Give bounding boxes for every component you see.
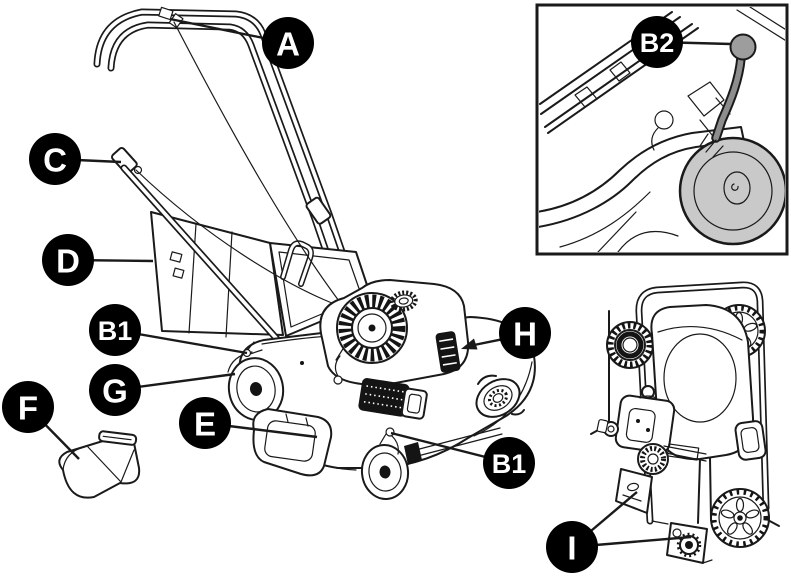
callout-f: F xyxy=(2,381,80,460)
folded-deck xyxy=(650,304,767,461)
handle-knob-right xyxy=(305,196,332,225)
callout-h-circle xyxy=(499,307,551,359)
folded-handlebar xyxy=(635,281,770,525)
handle-knob-left xyxy=(111,146,143,175)
callout-e: E xyxy=(179,397,318,449)
callout-b2-circle xyxy=(631,16,683,68)
folded-bottom-wheel xyxy=(710,488,770,548)
rear-height-adjuster xyxy=(379,427,422,465)
folded-mower xyxy=(590,281,780,564)
callout-i: I xyxy=(546,491,692,573)
folded-frame-bars xyxy=(697,457,712,524)
bag-handle xyxy=(280,240,314,287)
callout-c-circle xyxy=(29,133,81,185)
callout-a: A xyxy=(169,17,314,69)
callout-f-circle xyxy=(2,381,54,433)
callout-b2: B2 xyxy=(631,16,732,68)
callout-h: H xyxy=(461,307,551,359)
callout-i-circle xyxy=(546,521,598,573)
discharge-chute-part xyxy=(58,430,141,499)
fuel-cap xyxy=(389,290,418,312)
callout-e-label: E xyxy=(194,406,216,443)
callout-a-circle xyxy=(262,17,314,69)
front-height-adjuster xyxy=(242,341,263,358)
muffler xyxy=(358,378,428,420)
lever-knob xyxy=(729,33,757,61)
callout-b1-front-label: B1 xyxy=(98,316,133,346)
base-assembly xyxy=(666,522,708,564)
adjuster-lever xyxy=(699,33,757,158)
lower-handle xyxy=(120,164,297,361)
callout-b1-rear-circle xyxy=(483,437,535,489)
callout-d-label: D xyxy=(56,243,80,280)
right-caster-wheel xyxy=(475,374,525,418)
callout-c: C xyxy=(29,133,122,185)
callout-b2-label: B2 xyxy=(640,28,675,58)
wall-line xyxy=(590,310,610,435)
engine-side-grille xyxy=(435,331,461,373)
callout-h-label: H xyxy=(513,316,537,353)
callout-b1-front: B1 xyxy=(89,304,248,356)
side-discharge-cover xyxy=(252,408,333,477)
callout-a-label: A xyxy=(276,26,300,63)
callout-e-circle xyxy=(179,397,231,449)
callouts: A C D B1 G F E xyxy=(2,16,732,573)
callout-i-label: I xyxy=(567,530,576,567)
callout-g-label: G xyxy=(102,373,128,410)
callout-c-label: C xyxy=(43,142,67,179)
callout-d: D xyxy=(42,234,154,286)
mower-main xyxy=(93,6,536,500)
engine xyxy=(319,279,470,420)
folded-engine xyxy=(596,385,707,475)
handlebar xyxy=(93,8,375,340)
recoil-starter xyxy=(336,292,408,364)
rear-wheel xyxy=(360,444,410,500)
chute-handle xyxy=(98,430,138,446)
callout-g: G xyxy=(89,364,236,416)
callout-b1-rear: B1 xyxy=(390,431,535,489)
callout-b1-front-circle xyxy=(89,304,141,356)
folded-upper-left-wheel xyxy=(606,321,654,369)
callout-f-label: F xyxy=(18,390,38,427)
arrow-head-h xyxy=(461,338,478,350)
callout-d-circle xyxy=(42,234,94,286)
callout-g-circle xyxy=(89,364,141,416)
callout-b1-rear-label: B1 xyxy=(492,449,527,479)
adjuster-wheel xyxy=(678,136,785,246)
